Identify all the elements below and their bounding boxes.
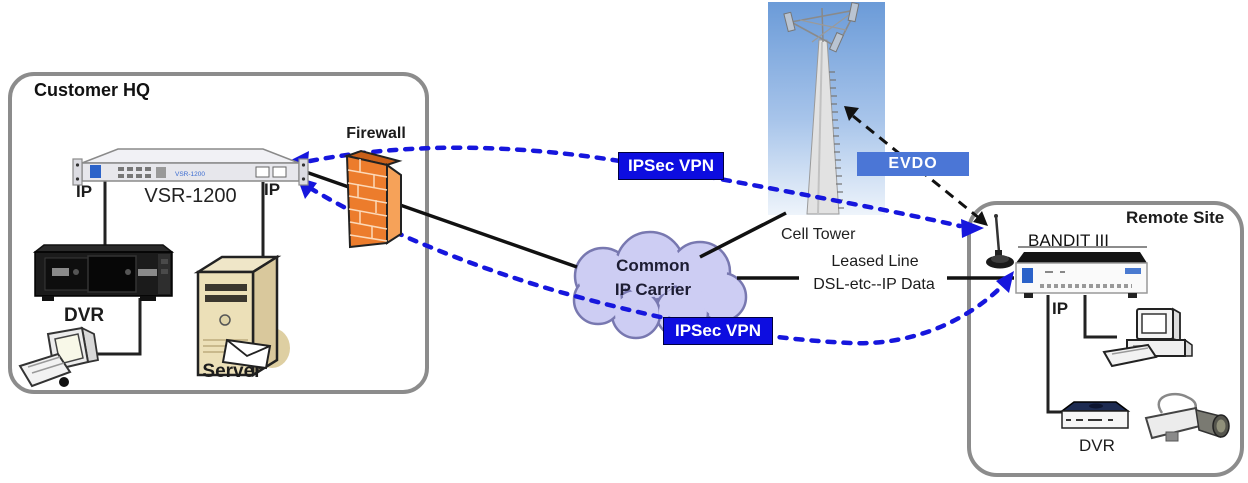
hq-workstation-icon <box>18 326 100 388</box>
remote-antenna-icon <box>986 214 1014 269</box>
bandit-iii-router-icon <box>1015 246 1148 298</box>
firewall-label: Firewall <box>346 125 406 142</box>
remote-camera-icon <box>1144 392 1230 442</box>
firewall-icon <box>343 149 403 249</box>
evdo-link <box>844 106 988 226</box>
bandit-iii-label: BANDIT III <box>1028 231 1109 250</box>
vsr-1200-label: VSR-1200 <box>144 185 237 207</box>
vsr-1200-router-icon: VSR-1200 <box>72 148 309 186</box>
cell-tower-label: Cell Tower <box>781 226 856 243</box>
hq-dvr-icon <box>32 244 175 301</box>
ip-carrier-cloud-label: Common IP Carrier <box>577 254 729 302</box>
remote-site-title: Remote Site <box>1126 208 1225 227</box>
leased-line-label: Leased Line <box>831 253 919 270</box>
ipsec-vpn-badge-bottom: IPSec VPN <box>663 317 773 345</box>
cell-tower-icon <box>768 1 885 215</box>
hq-server-label: Server <box>202 361 262 382</box>
hq-ip-right-label: IP <box>264 180 281 199</box>
hq-ip-left-label: IP <box>76 182 93 201</box>
hq-server-icon <box>193 254 290 378</box>
cloud-line2: IP Carrier <box>614 280 692 299</box>
remote-dvr-label: DVR <box>1079 436 1115 455</box>
cloud-line1: Common <box>616 256 690 275</box>
evdo-badge: EVDO <box>857 152 969 176</box>
remote-dvr-icon <box>1059 401 1131 429</box>
ipsec-vpn-badge-top: IPSec VPN <box>618 152 724 180</box>
remote-pc-icon <box>1102 307 1193 368</box>
remote-ip-label: IP <box>1052 299 1069 318</box>
vsr-faceplate-text: VSR-1200 <box>175 171 205 178</box>
hq-dvr-label: DVR <box>64 305 105 326</box>
leased-line-type-label: DSL-etc--IP Data <box>813 276 935 293</box>
customer-hq-title: Customer HQ <box>34 80 151 100</box>
